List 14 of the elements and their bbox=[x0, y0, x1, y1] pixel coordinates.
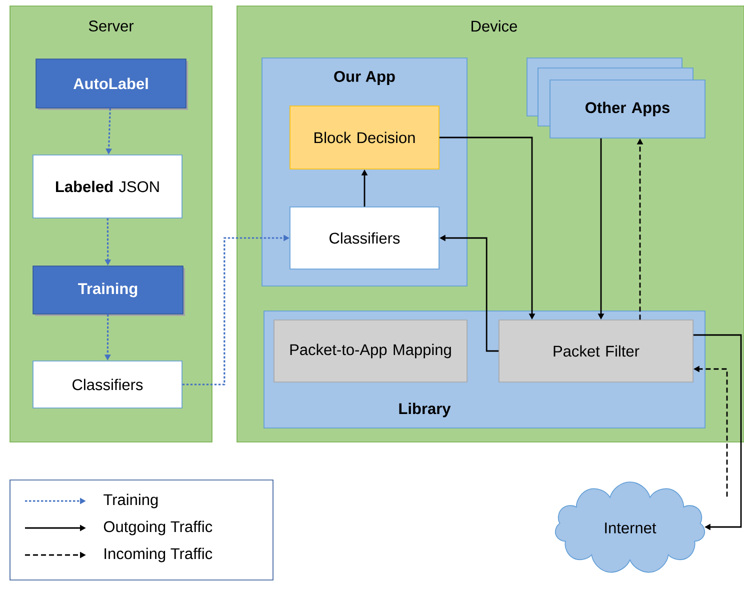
legend-label: Incoming Traffic bbox=[104, 548, 212, 562]
cloud: Internet bbox=[554, 482, 706, 573]
module-box: Packet-to-App Mapping bbox=[274, 320, 468, 382]
process-box: Training bbox=[32, 266, 185, 316]
legend-label: Training bbox=[104, 494, 158, 508]
module-box: Packet Filter bbox=[498, 320, 694, 382]
data-box: Classifiers bbox=[290, 206, 440, 270]
process-box: Block Decision bbox=[290, 106, 440, 170]
legend-label: Outgoing Traffic bbox=[104, 520, 212, 536]
process-box: AutoLabel bbox=[36, 58, 188, 110]
stacked-app-boxes: Other Apps bbox=[526, 58, 706, 138]
data-box: Labeled JSON bbox=[32, 154, 182, 218]
arrow bbox=[693, 334, 742, 530]
data-box: Classifiers bbox=[32, 360, 182, 408]
